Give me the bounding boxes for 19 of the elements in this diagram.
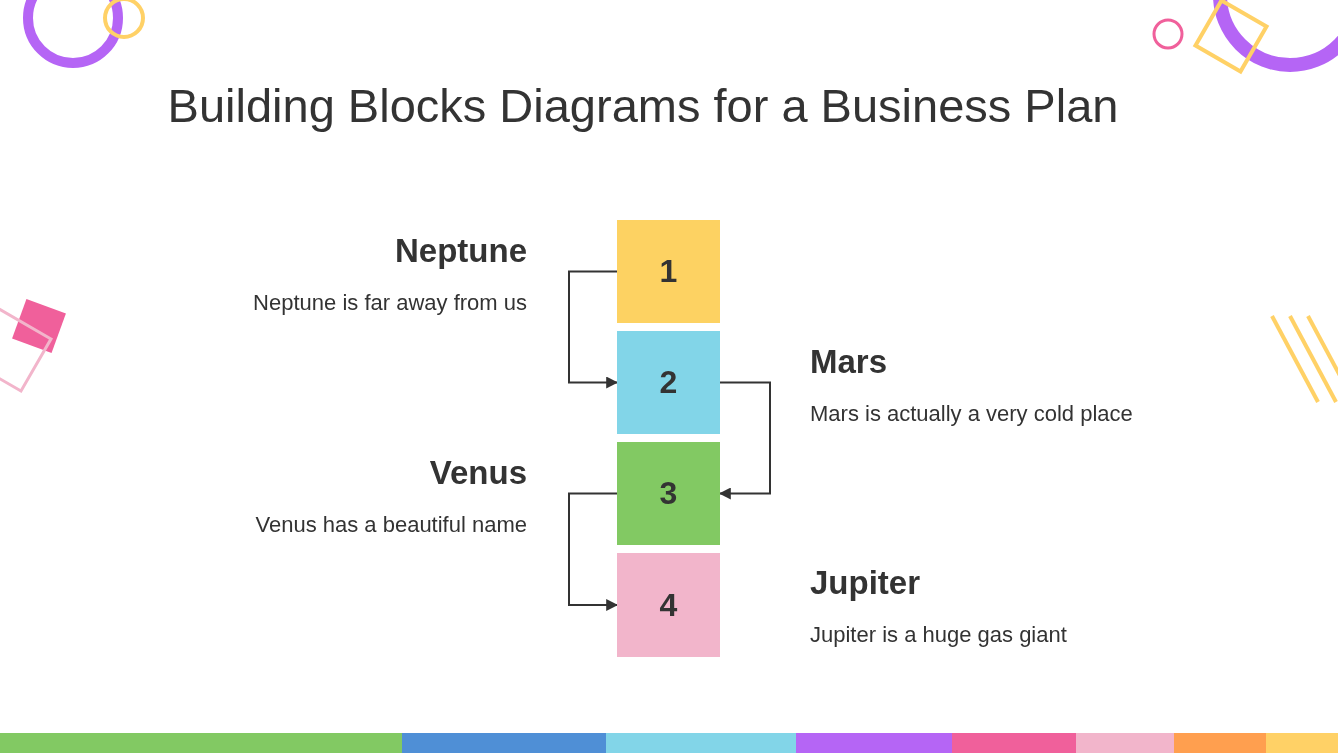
- numbered-block: [617, 442, 720, 545]
- item-heading: Venus: [429, 454, 527, 492]
- item-description: Neptune is far away from us: [253, 290, 527, 316]
- item-description: Venus has a beautiful name: [255, 512, 527, 538]
- item-description: Jupiter is a huge gas giant: [810, 622, 1067, 648]
- item-heading: Mars: [810, 343, 888, 381]
- numbered-block: [617, 331, 720, 434]
- title: Building Blocks Diagrams for a Business Plan: [166, 78, 1120, 133]
- item-description: Mars is actually a very cold place: [810, 401, 1133, 427]
- block-number: 4: [659, 586, 678, 624]
- numbered-block: [617, 220, 720, 323]
- numbered-block: [617, 553, 720, 657]
- connector-arrow: [568, 270, 619, 389]
- block-number: 1: [659, 253, 678, 290]
- block-number: 3: [659, 475, 678, 512]
- connector-arrow: [568, 492, 619, 611]
- item-heading: Neptune: [395, 232, 527, 270]
- block-number: 2: [659, 364, 678, 401]
- item-heading: Jupiter: [810, 564, 921, 602]
